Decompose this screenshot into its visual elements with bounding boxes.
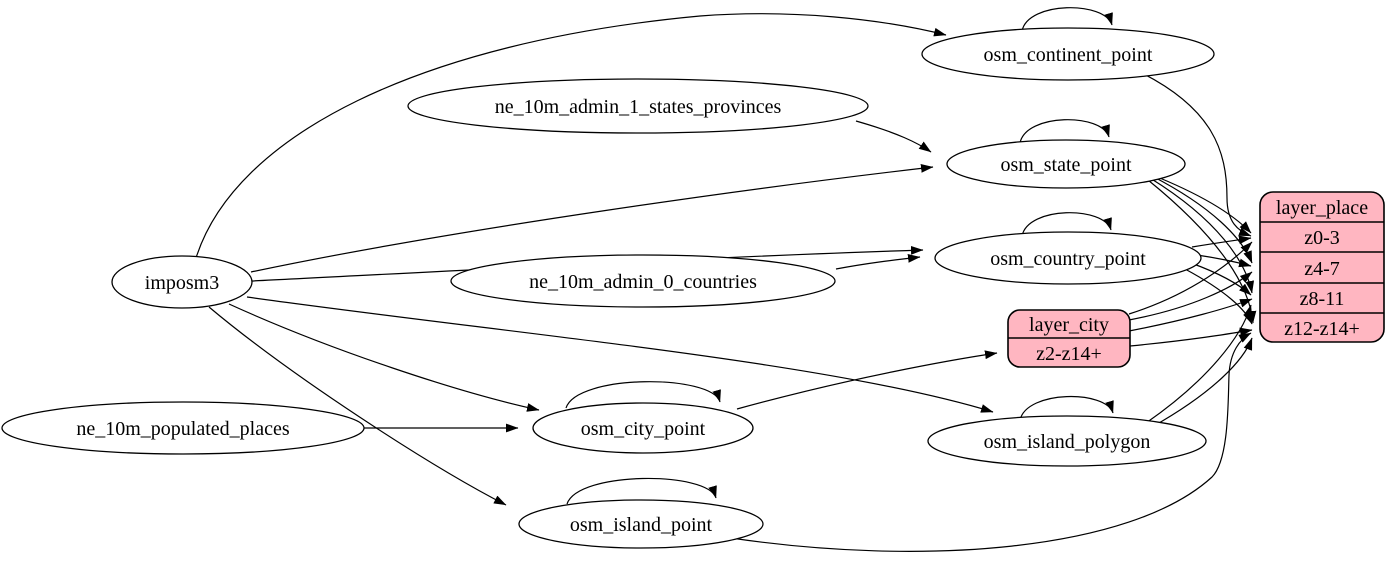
edge-osm_continent_point-layer_place-z0-3 — [1139, 71, 1252, 237]
record-layer_city-header: layer_city — [1029, 314, 1109, 336]
edge-imposm3-osm_continent_point — [195, 13, 947, 259]
record-layer_place-row-z8-11: z8-11 — [1300, 288, 1345, 310]
node-ne_10m_admin_1_states_provinces-label: ne_10m_admin_1_states_provinces — [495, 96, 782, 118]
node-osm_country_point: osm_country_point — [934, 231, 1202, 285]
edge-ne_10m_admin_1_states_provinces-osm_state_point — [855, 120, 932, 153]
edge-imposm3-osm_state_point — [250, 164, 934, 273]
edge-osm_city_point-layer_city-z2-z14 — [736, 350, 998, 410]
edge-osm_city_point-layer_place-z12-z14 — [1129, 327, 1253, 347]
node-osm_city_point-shape — [532, 402, 754, 454]
node-osm_island_point-label: osm_island_point — [570, 514, 713, 536]
self-loop-osm_city_point — [565, 381, 721, 409]
node-ne_10m_admin_0_countries: ne_10m_admin_0_countries — [450, 254, 836, 308]
self-loop-osm_country_point — [1021, 212, 1112, 237]
node-osm_island_point: osm_island_point — [518, 499, 764, 549]
node-osm_country_point-label: osm_country_point — [990, 248, 1146, 270]
edge-osm_island_polygon-layer_place-z12-z14 — [1151, 337, 1253, 428]
node-osm_city_point-label: osm_city_point — [581, 418, 706, 440]
node-imposm3-label: imposm3 — [145, 272, 219, 294]
node-imposm3-shape — [111, 255, 253, 309]
edge-osm_country_point-layer_place-z12-z14 — [1184, 268, 1253, 325]
node-imposm3: imposm3 — [111, 255, 253, 309]
record-layer_city: layer_city z2-z14+ — [1007, 309, 1131, 368]
self-loop-osm_island_polygon — [1019, 396, 1114, 421]
node-osm_island_polygon: osm_island_polygon — [927, 415, 1207, 467]
node-osm_city_point: osm_city_point — [532, 402, 754, 454]
node-osm_continent_point-shape — [921, 27, 1215, 81]
node-osm_state_point-shape — [946, 139, 1186, 189]
edge-osm_island_point-layer_place-z12-z14 — [730, 332, 1252, 552]
node-osm_island_polygon-label: osm_island_polygon — [984, 431, 1151, 453]
record-layer_place-row-z0-3: z0-3 — [1304, 227, 1340, 249]
node-ne_10m_populated_places-shape — [1, 401, 365, 455]
node-osm_state_point: osm_state_point — [946, 139, 1186, 189]
edge-osm_country_point-layer_place-z8-11 — [1190, 262, 1252, 296]
edge-osm_city_point-layer_place-z4-7 — [1128, 271, 1253, 321]
node-osm_continent_point: osm_continent_point — [921, 27, 1215, 81]
edge-ne_10m_admin_0_countries-osm_country_point — [835, 254, 921, 270]
node-ne_10m_populated_places-label: ne_10m_populated_places — [76, 418, 289, 440]
record-layer_place-box — [1259, 191, 1385, 343]
edge-osm_state_point-layer_place-z0-3 — [1149, 173, 1252, 234]
edge-imposm3-osm_island_polygon — [246, 296, 994, 413]
node-ne_10m_populated_places: ne_10m_populated_places — [1, 401, 365, 455]
edge-osm_city_point-layer_place-z8-11 — [1128, 298, 1253, 332]
self-loop-osm_state_point — [1019, 119, 1110, 144]
self-loop-osm_continent_point — [1021, 7, 1113, 32]
node-osm_state_point-label: osm_state_point — [1000, 154, 1132, 176]
record-layer_city-row-z2-z14: z2-z14+ — [1036, 343, 1102, 365]
node-osm_continent_point-label: osm_continent_point — [984, 44, 1153, 66]
edge-osm_city_point-layer_place-z0-3 — [1128, 241, 1253, 315]
self-loop-osm_island_point — [566, 477, 717, 505]
node-osm_country_point-shape — [934, 231, 1202, 285]
edges-group — [195, 7, 1257, 552]
record-layer_place-row-z4-7: z4-7 — [1304, 258, 1340, 280]
node-ne_10m_admin_0_countries-label: ne_10m_admin_0_countries — [529, 271, 757, 293]
record-layer_place-header: layer_place — [1276, 197, 1368, 219]
node-ne_10m_admin_1_states_provinces: ne_10m_admin_1_states_provinces — [407, 78, 869, 134]
node-osm_island_point-shape — [518, 499, 764, 549]
edge-osm_country_point-layer_place-z0-3 — [1191, 235, 1252, 248]
record-layer_place: layer_place z0-3 z4-7 z8-11 z12-z14+ — [1259, 191, 1385, 343]
edge-osm_island_polygon-layer_place-z8-11 — [1145, 304, 1252, 424]
edge-imposm3-osm_city_point — [228, 303, 540, 412]
node-osm_island_polygon-shape — [927, 415, 1207, 467]
edge-osm_state_point-layer_place-z4-7 — [1151, 175, 1253, 264]
node-ne_10m_admin_0_countries-shape — [450, 254, 836, 308]
node-ne_10m_admin_1_states_provinces-shape — [407, 78, 869, 134]
record-layer_place-row-z12-z14: z12-z14+ — [1284, 318, 1360, 340]
edge-imposm3-osm_island_point — [208, 306, 507, 506]
